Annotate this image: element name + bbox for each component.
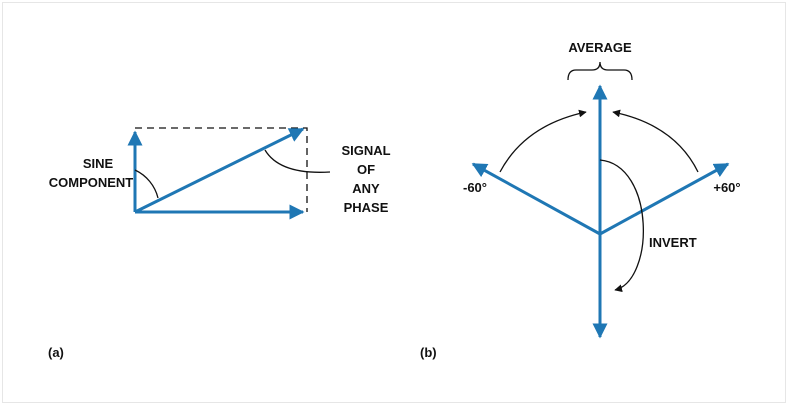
sine-label-line1: SINE — [83, 156, 114, 171]
panel-b: AVERAGE -60° +60° INVERT (b) — [420, 40, 741, 360]
invert-label: INVERT — [649, 235, 697, 250]
left-rotation-arrow — [499, 109, 587, 173]
signal-label-line3: ANY — [352, 181, 380, 196]
average-label: AVERAGE — [568, 40, 632, 55]
right-rotation-arrow — [612, 109, 699, 173]
minus60-label: -60° — [463, 180, 487, 195]
resultant-vector — [134, 127, 305, 214]
signal-label-line2: OF — [357, 162, 375, 177]
minus60-vector — [471, 162, 601, 236]
invert-arrow — [599, 159, 644, 293]
panel-a: SINE COMPONENT SIGNAL OF ANY PHASE (a) — [48, 127, 391, 360]
dashed-rectangle — [135, 127, 308, 212]
signal-label-line4: PHASE — [344, 200, 389, 215]
plus60-vector — [599, 162, 730, 236]
sine-angle-arc — [134, 169, 159, 199]
panel-a-label: (a) — [48, 345, 64, 360]
panel-b-label: (b) — [420, 345, 437, 360]
plus60-label: +60° — [713, 180, 740, 195]
signal-label-line1: SIGNAL — [341, 143, 390, 158]
sine-label-line2: COMPONENT — [49, 175, 134, 190]
average-brace — [567, 61, 633, 81]
phase-angle-arc — [264, 149, 331, 173]
